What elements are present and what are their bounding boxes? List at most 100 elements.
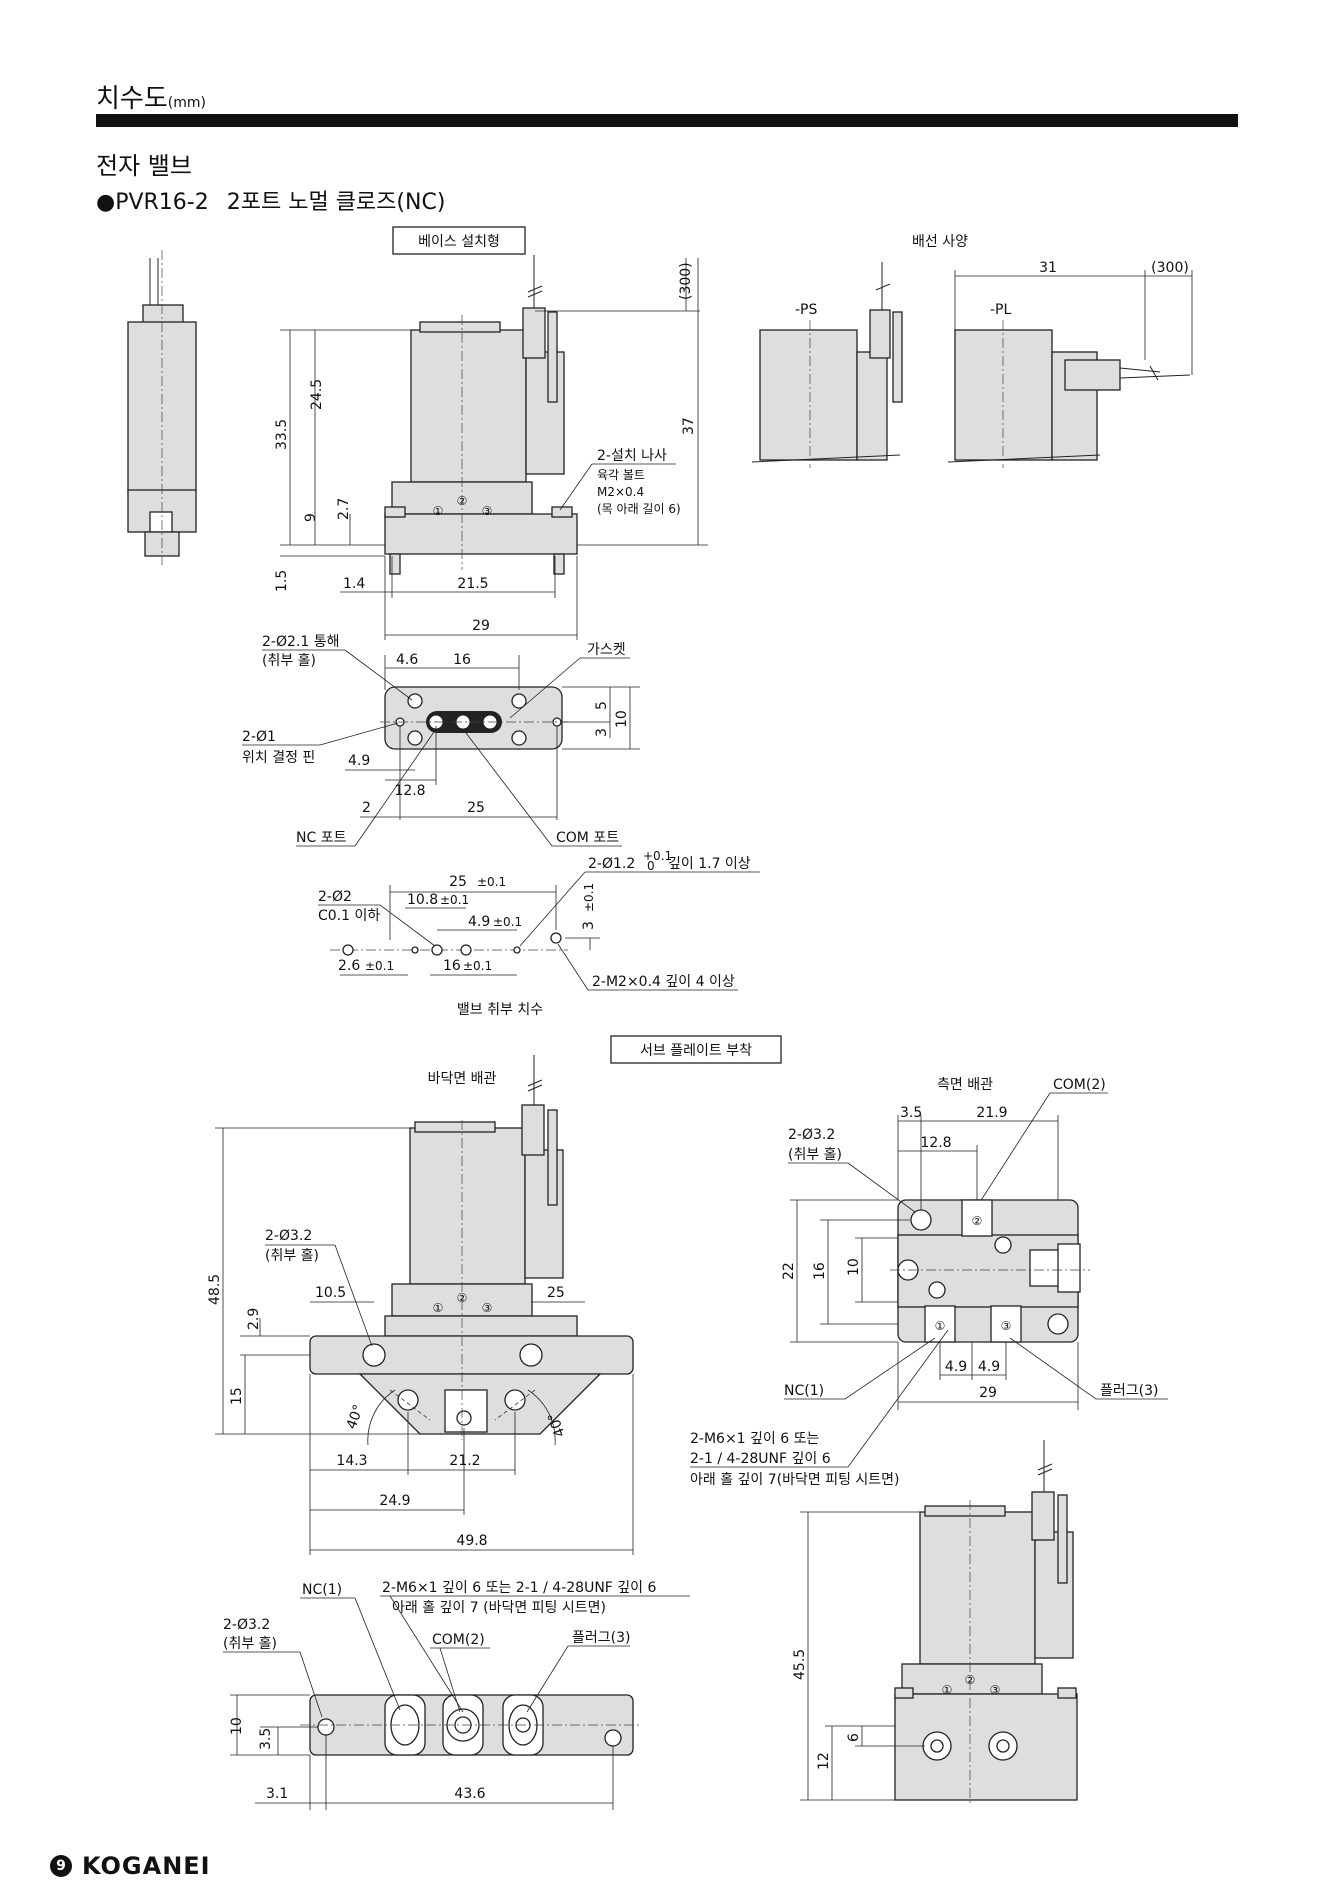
svg-text:45.5: 45.5 xyxy=(792,1649,808,1680)
svg-text:21.9: 21.9 xyxy=(976,1105,1007,1121)
svg-text:±0.1: ±0.1 xyxy=(493,915,522,929)
svg-text:+0.1: +0.1 xyxy=(643,849,672,863)
svg-text:(취부 홀): (취부 홀) xyxy=(262,653,316,669)
footer: 9 KOGANEI xyxy=(50,1852,211,1880)
valve-mount-dimensions: 2-Ø1.2 +0.1 0 깊이 1.7 이상 25 ±0.1 10.8 ±0.… xyxy=(318,849,760,1018)
svg-text:24.5: 24.5 xyxy=(309,379,325,410)
svg-text:COM 포트: COM 포트 xyxy=(556,830,619,846)
svg-text:(취부 홀): (취부 홀) xyxy=(265,1248,319,1264)
svg-text:-PL: -PL xyxy=(990,302,1011,318)
svg-text:37: 37 xyxy=(681,417,697,435)
base-mount-dimensions: (300) 37 33.5 24.5 9 2.7 1.5 1.4 21.5 29 xyxy=(274,258,708,640)
page-number: 9 xyxy=(50,1855,72,1877)
svg-text:10.8: 10.8 xyxy=(407,892,438,908)
svg-text:2-Ø3.2: 2-Ø3.2 xyxy=(788,1127,835,1143)
svg-text:15: 15 xyxy=(229,1387,245,1405)
side-piping-front-view: ① ② ③ xyxy=(894,1440,1078,1805)
svg-text:②: ② xyxy=(972,1214,983,1228)
svg-text:21.2: 21.2 xyxy=(449,1453,480,1469)
label-base-mount: 베이스 설치형 xyxy=(418,234,500,250)
svg-text:3.5: 3.5 xyxy=(258,1728,274,1750)
svg-text:깊이 1.7 이상: 깊이 1.7 이상 xyxy=(668,856,751,872)
svg-text:33.5: 33.5 xyxy=(274,419,290,450)
svg-text:49.8: 49.8 xyxy=(456,1533,487,1549)
svg-text:①: ① xyxy=(942,1683,953,1697)
svg-text:①: ① xyxy=(433,1301,444,1315)
brand-logo: KOGANEI xyxy=(82,1852,211,1880)
svg-text:3.1: 3.1 xyxy=(266,1786,288,1802)
svg-text:(300): (300) xyxy=(1151,260,1189,276)
label-valve-mount-dim: 밸브 취부 치수 xyxy=(457,1002,543,1018)
svg-text:COM(2): COM(2) xyxy=(432,1632,485,1648)
label-sub-plate: 서브 플레이트 부착 xyxy=(640,1043,752,1059)
svg-text:-PS: -PS xyxy=(795,302,817,318)
svg-text:43.6: 43.6 xyxy=(454,1786,485,1802)
page-title: 치수도(mm) xyxy=(96,84,206,114)
svg-text:25: 25 xyxy=(449,874,467,890)
svg-text:(목 아래 길이 6): (목 아래 길이 6) xyxy=(597,502,681,516)
mount-screw-callout: 2-설치 나사 육각 볼트 M2×0.4 (목 아래 길이 6) xyxy=(559,448,681,516)
svg-text:4.9: 4.9 xyxy=(945,1359,967,1375)
svg-text:③: ③ xyxy=(990,1683,1001,1697)
gasket-top-view xyxy=(380,686,568,750)
svg-text:25: 25 xyxy=(467,800,485,816)
svg-text:40°: 40° xyxy=(545,1410,569,1439)
svg-text:40°: 40° xyxy=(344,1403,368,1432)
svg-text:2.9: 2.9 xyxy=(246,1308,262,1330)
svg-text:1.4: 1.4 xyxy=(343,576,365,592)
svg-text:2-1 / 4-28UNF 깊이 6: 2-1 / 4-28UNF 깊이 6 xyxy=(690,1451,831,1467)
svg-text:NC(1): NC(1) xyxy=(302,1582,342,1598)
svg-text:②: ② xyxy=(457,1291,468,1305)
svg-text:31: 31 xyxy=(1039,260,1057,276)
svg-text:48.5: 48.5 xyxy=(207,1274,223,1305)
wiring-pl-view: -PL xyxy=(947,302,1191,468)
svg-text:2-Ø3.2: 2-Ø3.2 xyxy=(223,1617,270,1633)
svg-text:25: 25 xyxy=(547,1285,565,1301)
label-box-base-mount xyxy=(392,226,526,255)
svg-text:2-M2×0.4 깊이 4 이상: 2-M2×0.4 깊이 4 이상 xyxy=(592,974,735,990)
svg-text:2-설치 나사: 2-설치 나사 xyxy=(597,448,667,464)
svg-text:플러그(3): 플러그(3) xyxy=(1100,1383,1158,1399)
svg-text:아래 홀 깊이 7 (바닥면 피팅 시트면): 아래 홀 깊이 7 (바닥면 피팅 시트면) xyxy=(392,1600,606,1616)
svg-text:아래 홀 깊이 7(바닥면 피팅 시트면): 아래 홀 깊이 7(바닥면 피팅 시트면) xyxy=(690,1472,900,1488)
label-side-piping: 측면 배관 xyxy=(937,1077,993,1093)
side-piping-dimensions: 2-Ø3.2 (취부 홀) 3.5 21.9 12.8 22 16 10 4.9… xyxy=(690,1105,1168,1488)
svg-text:2.6: 2.6 xyxy=(338,958,360,974)
svg-text:3.5: 3.5 xyxy=(900,1105,922,1121)
svg-text:(취부 홀): (취부 홀) xyxy=(788,1147,842,1163)
svg-text:10: 10 xyxy=(229,1717,245,1735)
svg-text:①: ① xyxy=(935,1319,946,1333)
svg-text:M2×0.4: M2×0.4 xyxy=(597,485,644,499)
svg-text:2-M6×1 깊이 6 또는: 2-M6×1 깊이 6 또는 xyxy=(690,1431,819,1447)
subplate-bottom-front-view: ① ② ③ xyxy=(309,1055,634,1440)
svg-text:4.9: 4.9 xyxy=(348,753,370,769)
side-piping-top-view: ② ① ③ xyxy=(890,1199,1090,1343)
svg-text:2-Ø1.2: 2-Ø1.2 xyxy=(588,856,635,872)
label-wiring-spec: 배선 사양 xyxy=(912,234,968,250)
svg-text:3: 3 xyxy=(594,728,610,737)
svg-text:1.5: 1.5 xyxy=(274,570,290,592)
model-desc: 2포트 노멀 클로즈(NC) xyxy=(226,190,446,215)
subplate-bottom-view xyxy=(300,1694,640,1756)
svg-text:①: ① xyxy=(433,504,444,518)
svg-text:(300): (300) xyxy=(678,262,694,300)
svg-text:10: 10 xyxy=(614,710,630,728)
svg-text:10.5: 10.5 xyxy=(315,1285,346,1301)
svg-text:4.9: 4.9 xyxy=(468,914,490,930)
header-bar xyxy=(96,114,1238,127)
svg-text:24.9: 24.9 xyxy=(379,1493,410,1509)
svg-text:2-Ø2: 2-Ø2 xyxy=(318,889,352,905)
svg-text:플러그(3): 플러그(3) xyxy=(572,1630,630,1646)
svg-text:21.5: 21.5 xyxy=(457,576,488,592)
svg-text:2: 2 xyxy=(362,800,371,816)
svg-text:29: 29 xyxy=(979,1385,997,1401)
svg-text:14.3: 14.3 xyxy=(336,1453,367,1469)
svg-text:16: 16 xyxy=(812,1262,828,1280)
svg-text:2-Ø1: 2-Ø1 xyxy=(242,729,276,745)
svg-text:±0.1: ±0.1 xyxy=(440,893,469,907)
svg-text:16: 16 xyxy=(443,958,461,974)
side-piping-front-dimensions: 45.5 12 6 xyxy=(792,1511,925,1801)
svg-text:12: 12 xyxy=(816,1752,832,1770)
